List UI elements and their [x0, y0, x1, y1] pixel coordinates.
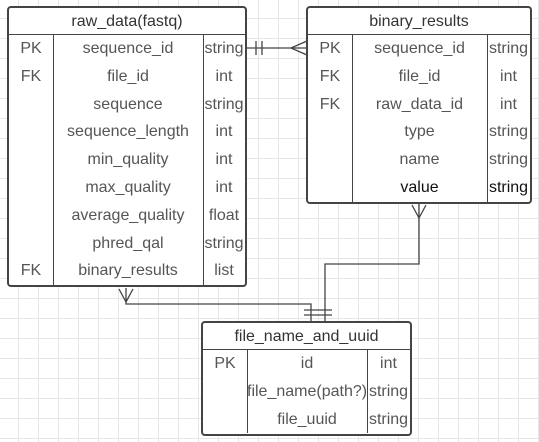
- table-row[interactable]: phred_qal string: [9, 230, 245, 258]
- table-row[interactable]: PK sequence_id string: [9, 35, 245, 63]
- field-type-cell: int: [500, 67, 517, 85]
- table-row[interactable]: FK file_id int: [308, 63, 530, 91]
- field-name-cell: raw_data_id: [375, 95, 464, 113]
- field-type-cell: string: [488, 123, 529, 141]
- many-marker-binary-results: [411, 204, 427, 220]
- field-name-cell: file_id: [107, 67, 149, 85]
- field-type-cell: string: [368, 382, 409, 400]
- field-type-cell: int: [380, 355, 397, 372]
- field-name-cell: file_uuid: [277, 410, 337, 428]
- many-marker: [289, 40, 308, 56]
- field-name-cell: sequence: [93, 95, 163, 113]
- field-type-cell: string: [204, 40, 244, 57]
- table-title: file_name_and_uuid: [203, 323, 410, 350]
- table-rows: PK id int file_name(path?)string file_uuid st…: [203, 350, 410, 434]
- key-cell: [9, 174, 53, 202]
- key-cell: [308, 146, 352, 174]
- table-row[interactable]: sequence_length int: [9, 118, 245, 146]
- field-name-cell: file_name(path?): [247, 382, 368, 400]
- field-name-cell: binary_results: [78, 262, 178, 280]
- column-divider: [352, 35, 353, 202]
- one-marker: [255, 41, 263, 55]
- key-cell: [9, 202, 53, 230]
- key-cell: FK: [319, 67, 341, 85]
- column-divider: [487, 35, 488, 202]
- field-type-cell: string: [488, 40, 529, 57]
- field-type-cell: string: [488, 151, 529, 169]
- many-marker-raw-data: [118, 288, 134, 304]
- key-cell: PK: [214, 355, 236, 372]
- column-divider: [247, 350, 248, 434]
- table-file-name-and-uuid[interactable]: file_name_and_uuid PK id int file_name(path…: [201, 321, 412, 436]
- field-name-cell: sequence_id: [374, 40, 465, 57]
- table-title: raw_data(fastq): [9, 8, 245, 35]
- table-row[interactable]: sequence string: [9, 91, 245, 119]
- field-name-cell: average_quality: [71, 206, 185, 224]
- field-name-cell: id: [300, 355, 314, 372]
- one-marker-file-name-left: [304, 309, 318, 316]
- one-marker-file-name-right: [318, 309, 332, 316]
- field-type-cell: int: [215, 67, 233, 85]
- key-cell: [203, 378, 247, 406]
- field-type-cell: string: [204, 95, 244, 113]
- key-cell: [9, 230, 53, 258]
- field-type-cell: string: [368, 410, 409, 428]
- key-cell: [9, 146, 53, 174]
- field-type-cell: int: [215, 151, 233, 169]
- key-cell: [9, 91, 53, 119]
- table-row[interactable]: average_quality float: [9, 202, 245, 230]
- field-name-cell: name: [399, 151, 440, 169]
- key-cell: PK: [20, 40, 42, 57]
- table-row[interactable]: PK sequence_id string: [308, 35, 530, 63]
- column-divider: [53, 35, 54, 286]
- table-row[interactable]: FK raw_data_id int: [308, 91, 530, 119]
- key-cell: FK: [319, 95, 341, 113]
- connector-binary-results-to-file-name: [324, 204, 420, 322]
- field-name-cell: value: [400, 178, 439, 196]
- field-type-cell: string: [204, 234, 244, 252]
- field-name-cell: phred_qal: [92, 234, 164, 252]
- key-cell: [203, 406, 247, 434]
- field-name-cell: file_id: [398, 67, 441, 85]
- key-cell: FK: [20, 67, 42, 85]
- field-type-cell: int: [215, 123, 233, 141]
- key-cell: [308, 174, 352, 202]
- table-row[interactable]: max_quality int: [9, 174, 245, 202]
- table-row[interactable]: name string: [308, 146, 530, 174]
- field-name-cell: max_quality: [85, 178, 171, 196]
- column-divider: [367, 350, 368, 434]
- table-row[interactable]: PK id int: [203, 350, 410, 378]
- key-cell: PK: [319, 40, 341, 57]
- table-title: binary_results: [308, 8, 530, 35]
- field-name-cell: min_quality: [87, 151, 169, 169]
- field-name-cell: sequence_length: [67, 123, 189, 141]
- table-row[interactable]: min_quality int: [9, 146, 245, 174]
- field-type-cell: int: [215, 178, 233, 196]
- connector-raw-data-to-file-name: [125, 288, 312, 322]
- field-name-cell: type: [404, 123, 435, 141]
- field-type-cell: string: [488, 178, 529, 196]
- field-type-cell: float: [208, 206, 240, 224]
- key-cell: [9, 118, 53, 146]
- key-cell: FK: [20, 262, 42, 280]
- key-cell: [308, 118, 352, 146]
- field-type-cell: int: [500, 95, 517, 113]
- field-type-cell: list: [214, 262, 234, 280]
- table-row[interactable]: value string: [308, 174, 530, 202]
- table-row[interactable]: FK binary_results list: [9, 257, 245, 285]
- table-row[interactable]: type string: [308, 118, 530, 146]
- field-name-cell: sequence_id: [82, 40, 174, 57]
- table-row[interactable]: FK file_id int: [9, 63, 245, 91]
- table-row[interactable]: file_name(path?)string: [203, 378, 410, 406]
- table-row[interactable]: file_uuid string: [203, 406, 410, 434]
- column-divider: [203, 35, 204, 286]
